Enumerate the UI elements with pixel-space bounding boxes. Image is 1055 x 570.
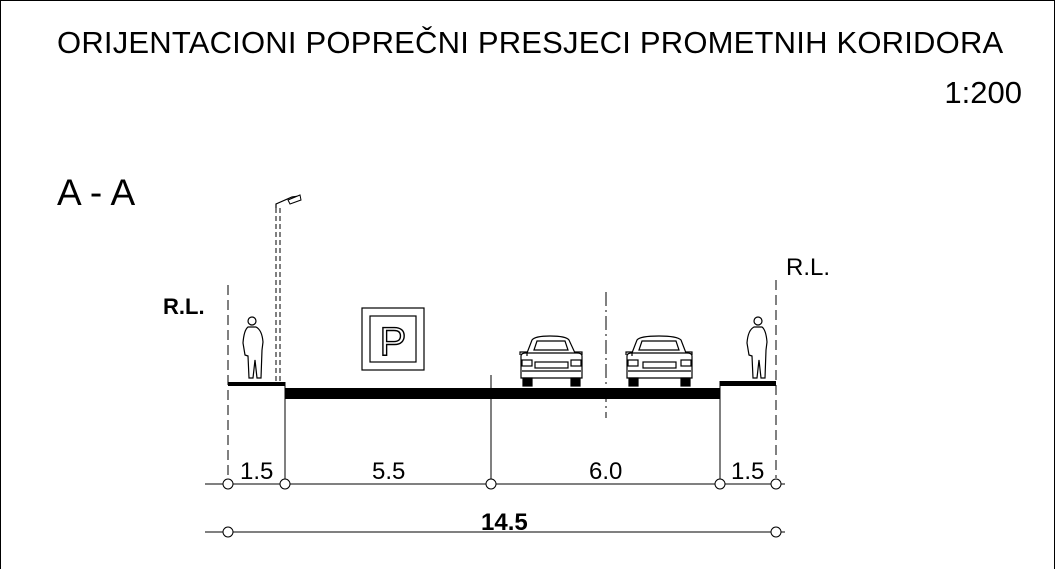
regulation-line-label-right: R.L.: [786, 254, 831, 281]
sidewalk-left: [228, 382, 285, 386]
dimension-sidewalk-left: 1.5: [240, 458, 274, 485]
drawing-title: ORIJENTACIONI POPREČNI PRESJECI PROMETNI…: [57, 25, 1004, 60]
parking-sign-icon: P: [361, 307, 425, 371]
car-front-view-icon: [519, 335, 583, 387]
dimension-parking: 5.5: [372, 458, 406, 485]
dimension-line-total: [205, 526, 785, 538]
car-front-view-icon: [625, 335, 693, 387]
pedestrian-left-icon: [242, 316, 264, 379]
street-lamp-icon: [275, 194, 302, 382]
dimension-sidewalk-right: 1.5: [731, 458, 765, 485]
section-label: A - A: [57, 172, 136, 213]
pedestrian-right-icon: [746, 316, 768, 379]
dimension-total: 14.5: [481, 509, 528, 536]
drawing-scale: 1:200: [944, 75, 1022, 110]
regulation-line-label-left: R.L.: [163, 294, 205, 319]
sidewalk-right: [720, 381, 776, 386]
roadway-pavement: [285, 388, 720, 399]
dimension-carriageway: 6.0: [589, 458, 623, 485]
dimension-line-segments: [205, 478, 785, 490]
parking-sign-letter: P: [380, 320, 407, 364]
